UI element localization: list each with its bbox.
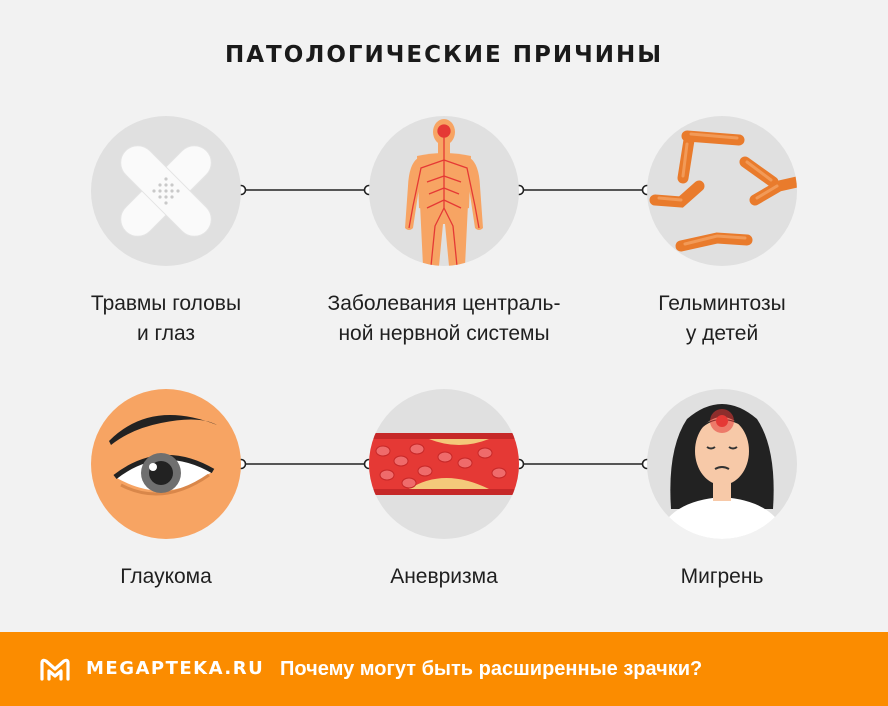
caption-helminth: Гельминтозы у детей xyxy=(572,289,872,349)
nervous-system-icon xyxy=(405,119,483,266)
caption-line: ной нервной системы xyxy=(338,322,550,345)
caption-line: Гельминтозы xyxy=(658,292,786,315)
caption-aneurysm: Аневризма xyxy=(294,562,594,592)
caption-line: Мигрень xyxy=(680,565,764,588)
worms-icon xyxy=(649,130,797,252)
blood-vessel-icon xyxy=(369,433,519,495)
caption-line: у детей xyxy=(685,322,759,345)
bandage-icon xyxy=(120,145,212,237)
eye-icon xyxy=(109,415,217,496)
cause-glaucoma-illustration xyxy=(91,389,241,539)
footer-bar: MEGAPTEKA.RU Почему могут быть расширенн… xyxy=(0,632,888,706)
brand-name[interactable]: MEGAPTEKA.RU xyxy=(86,658,265,679)
article-title: Почему могут быть расширенные зрачки? xyxy=(280,658,703,680)
caption-cns: Заболевания централь- ной нервной систем… xyxy=(294,289,594,349)
woman-headache-icon xyxy=(657,404,787,539)
page-title: ПАТОЛОГИЧЕСКИЕ ПРИЧИНЫ xyxy=(224,42,664,68)
cause-helminth-illustration xyxy=(647,116,797,266)
caption-head-trauma: Травмы головы и глаз xyxy=(16,289,316,349)
cause-cns-illustration xyxy=(369,116,519,266)
caption-line: Травмы головы xyxy=(90,292,242,315)
cause-head-trauma-illustration xyxy=(91,116,241,266)
megapteka-logo-icon[interactable] xyxy=(39,656,71,682)
caption-line: Заболевания централь- xyxy=(327,292,561,315)
caption-glaucoma: Глаукома xyxy=(16,562,316,592)
caption-line: Аневризма xyxy=(390,565,498,588)
caption-line: Глаукома xyxy=(120,565,212,588)
caption-line: и глаз xyxy=(136,322,196,345)
cause-migraine-illustration xyxy=(647,389,797,539)
cause-aneurysm-illustration xyxy=(369,389,519,539)
caption-migraine: Мигрень xyxy=(572,562,872,592)
